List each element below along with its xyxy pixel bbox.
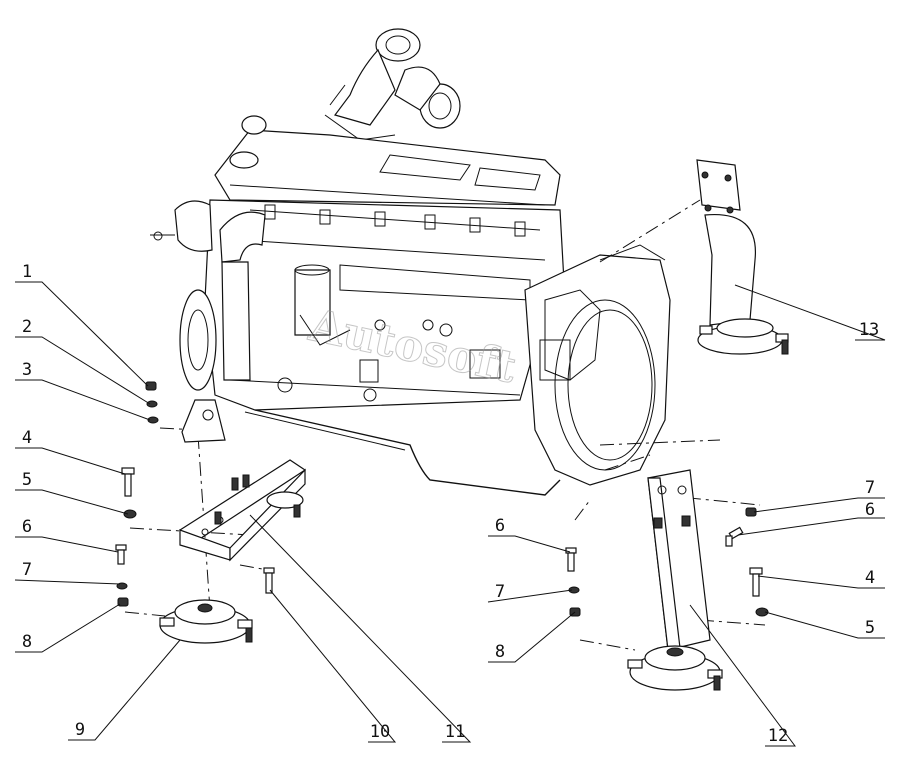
rear-support-13 [696,159,789,355]
callout-13: 13 [859,320,879,340]
washer-7-left [116,582,128,590]
callout-6-left: 6 [22,517,32,537]
bolt-4-left [121,467,135,497]
valve-cover [214,115,561,206]
washer-2 [146,400,158,408]
rear-mount-parts [565,159,789,691]
front-bracket-11 [178,459,307,562]
front-mount-parts [115,381,307,644]
bolt-6-left [115,544,127,565]
washer-3 [147,416,159,424]
engine-block [150,199,566,496]
callout-7-mid: 7 [495,582,505,602]
engine-assembly [150,28,671,496]
callout-9: 9 [75,720,85,740]
flywheel-housing [524,244,671,486]
callout-3: 3 [22,360,32,380]
callout-1: 1 [22,262,32,282]
bolt-4-right [749,567,763,597]
callout-8-mid: 8 [495,642,505,662]
callout-6-mid: 6 [495,516,505,536]
callout-7-right: 7 [865,478,875,498]
callout-11: 11 [445,722,465,742]
callout-12: 12 [768,726,788,746]
rubber-mount-9 [159,599,253,644]
callout-6-right: 6 [865,500,875,520]
turbocharger [324,28,461,141]
callout-5-right: 5 [865,618,875,638]
bolt-6-right [725,526,744,547]
callout-4-left: 4 [22,428,32,448]
rear-rubber-mount [627,645,723,691]
callout-5-left: 5 [22,470,32,490]
washer-5-right [755,607,769,617]
callout-7-left: 7 [22,560,32,580]
callout-10: 10 [370,722,390,742]
callout-4-right: 4 [865,568,875,588]
callout-2: 2 [22,317,32,337]
callout-leaders [14,281,886,747]
callout-8-left: 8 [22,632,32,652]
nut-8-left [117,597,129,607]
callout-labels: 1 2 3 4 5 6 7 8 9 10 11 12 13 6 7 8 7 6 … [22,262,879,746]
rear-bracket-12 [647,469,711,651]
bolt-10 [263,567,275,594]
washer-5-left [123,509,137,519]
nut-1 [145,381,157,391]
